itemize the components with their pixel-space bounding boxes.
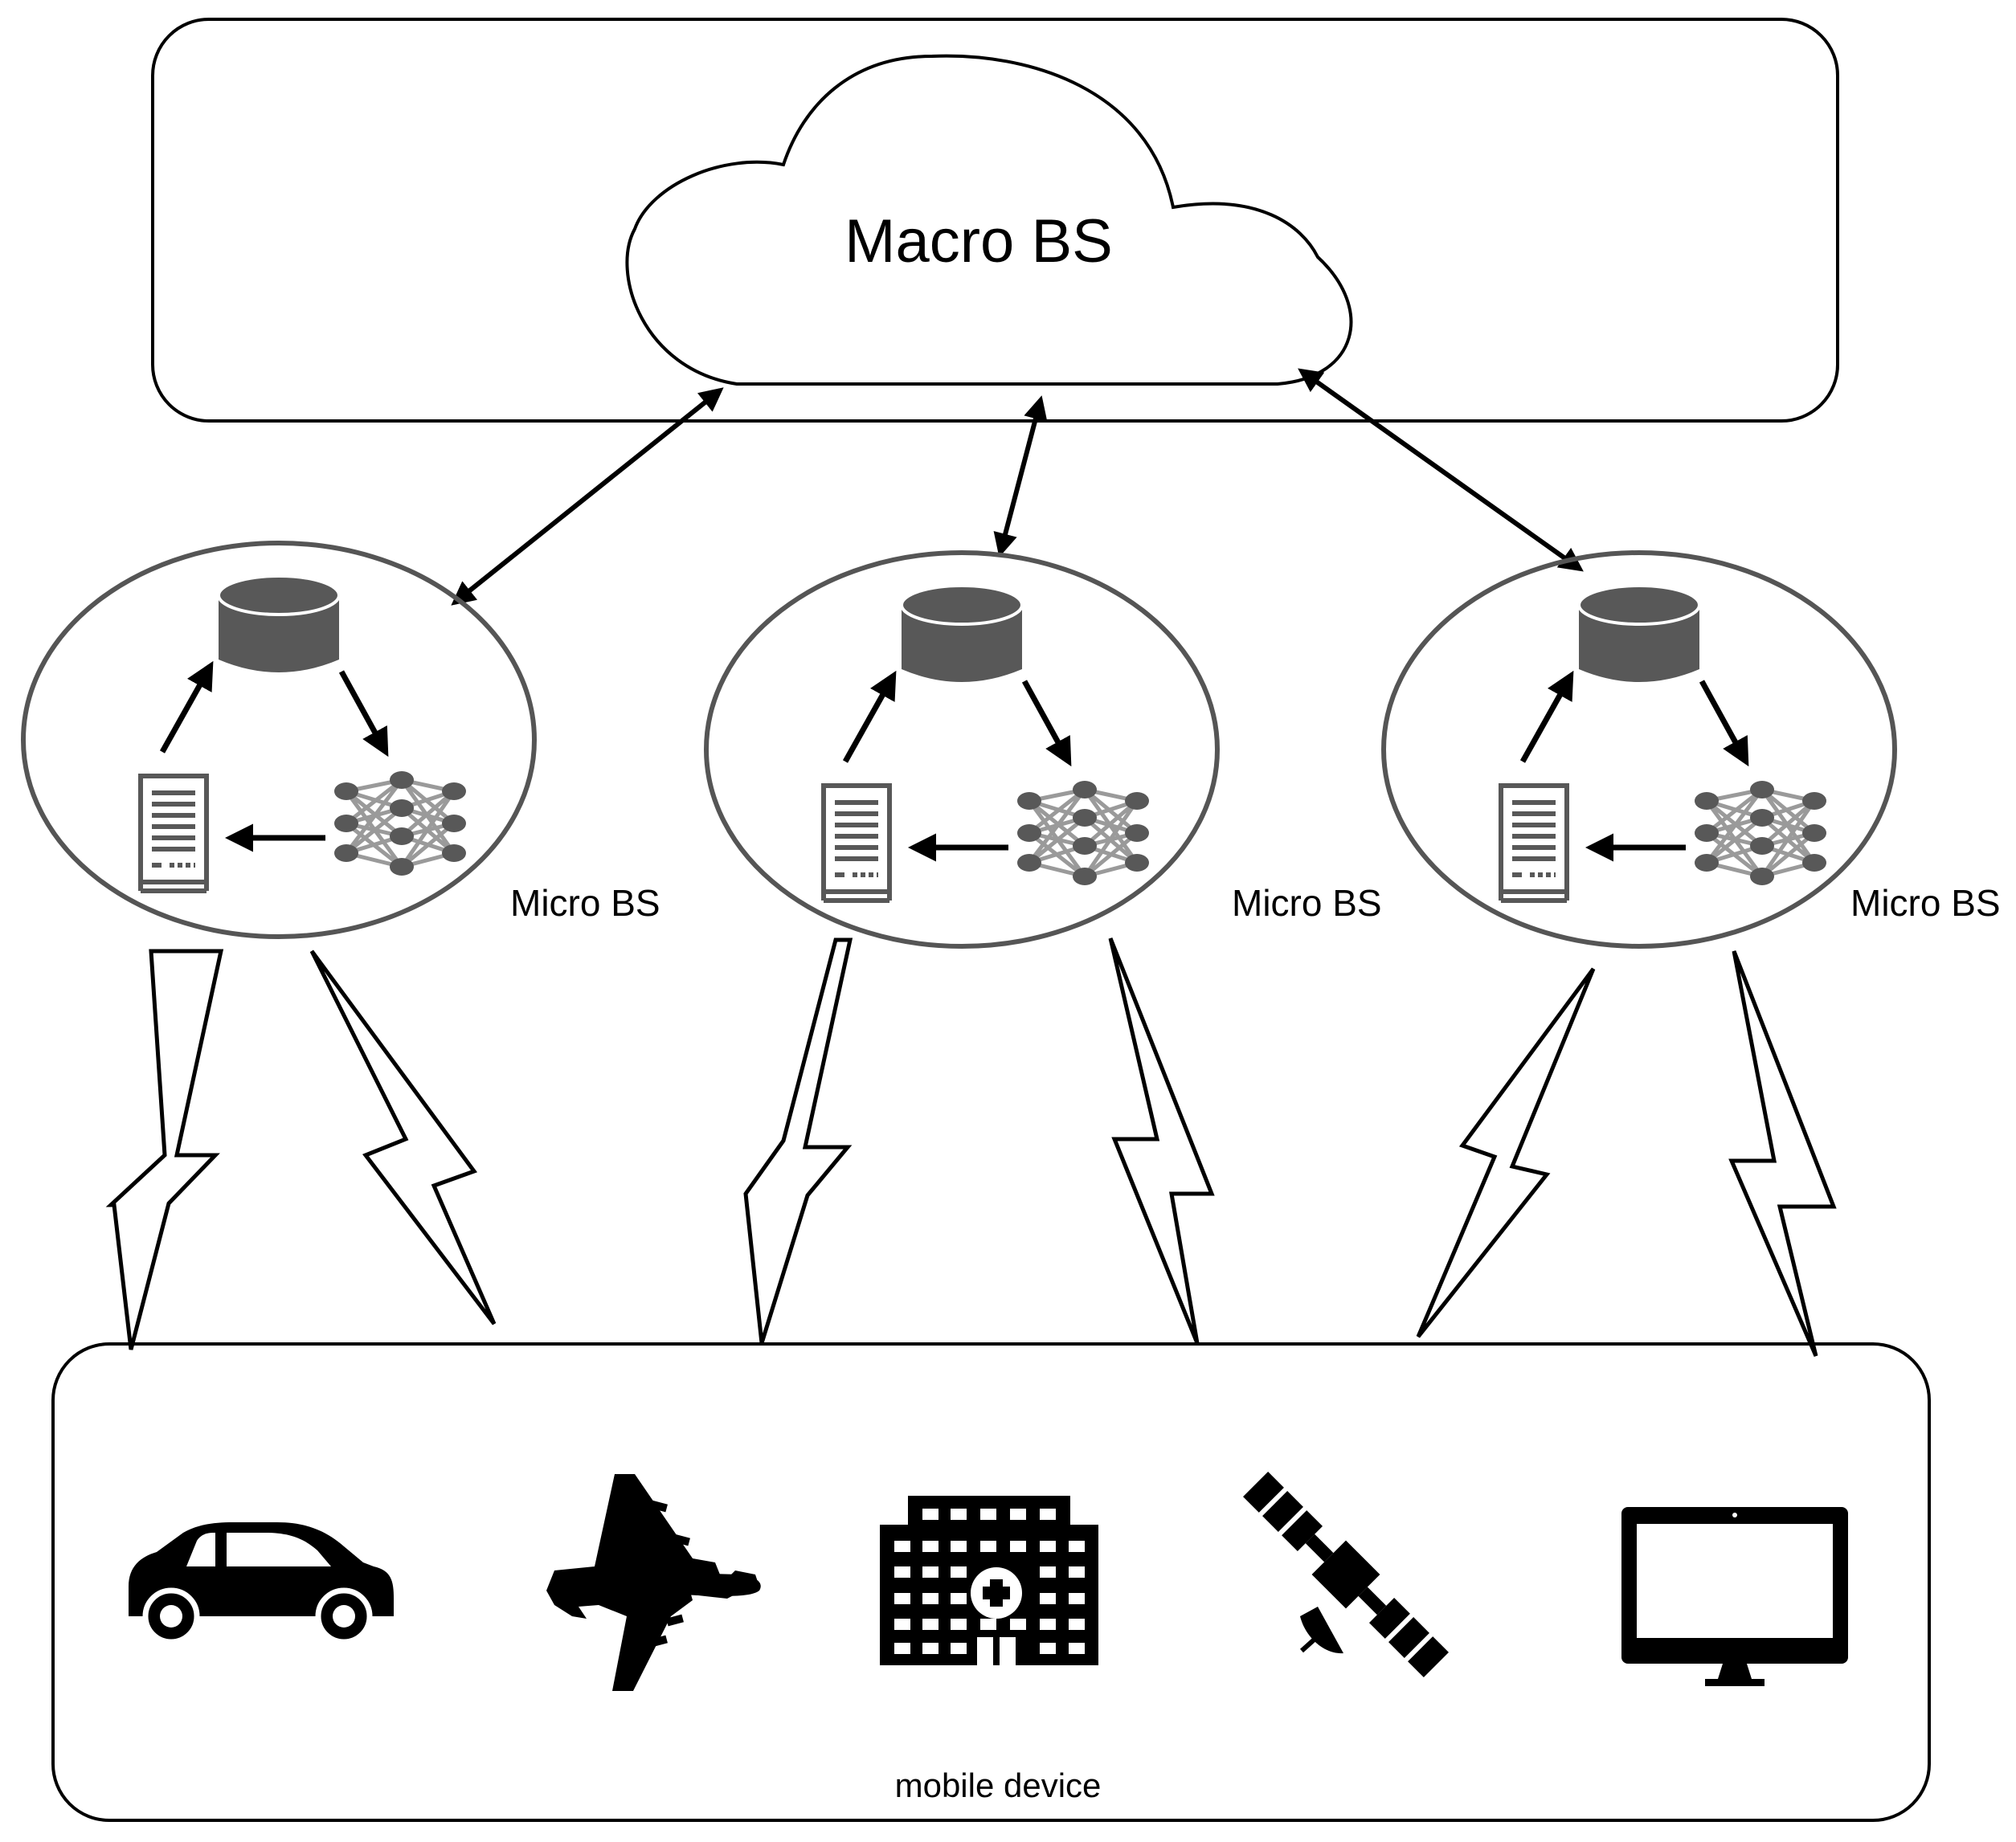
link-arrow-1 <box>451 387 724 606</box>
satellite-icon <box>1243 1472 1449 1677</box>
hospital-icon <box>880 1496 1098 1665</box>
lightning-bolt-6 <box>1728 950 1837 1357</box>
macro-bs-label: Macro BS <box>844 207 1113 276</box>
macro-bs-cloud <box>625 54 1353 386</box>
micro-bs-1 <box>21 541 537 939</box>
micro-bs-2 <box>704 550 1220 949</box>
micro-bs-label-1: Micro BS <box>510 882 660 924</box>
link-arrow-3 <box>1298 368 1584 572</box>
lightning-bolt-2 <box>309 950 497 1325</box>
mobile-device-label: mobile device <box>895 1766 1102 1804</box>
monitor-icon <box>1621 1507 1848 1686</box>
car-icon <box>129 1522 394 1645</box>
lightning-bolt-4 <box>1108 937 1215 1344</box>
lightning-bolt-5 <box>1416 967 1596 1338</box>
device-container <box>51 1342 1931 1822</box>
airplane-icon <box>546 1474 761 1691</box>
lightning-bolt-1 <box>105 949 224 1350</box>
micro-bs-label-2: Micro BS <box>1232 882 1382 924</box>
micro-bs-3 <box>1381 550 1897 949</box>
link-arrow-2 <box>993 395 1048 558</box>
lightning-bolt-3 <box>743 937 853 1344</box>
micro-bs-label-3: Micro BS <box>1850 882 2001 924</box>
